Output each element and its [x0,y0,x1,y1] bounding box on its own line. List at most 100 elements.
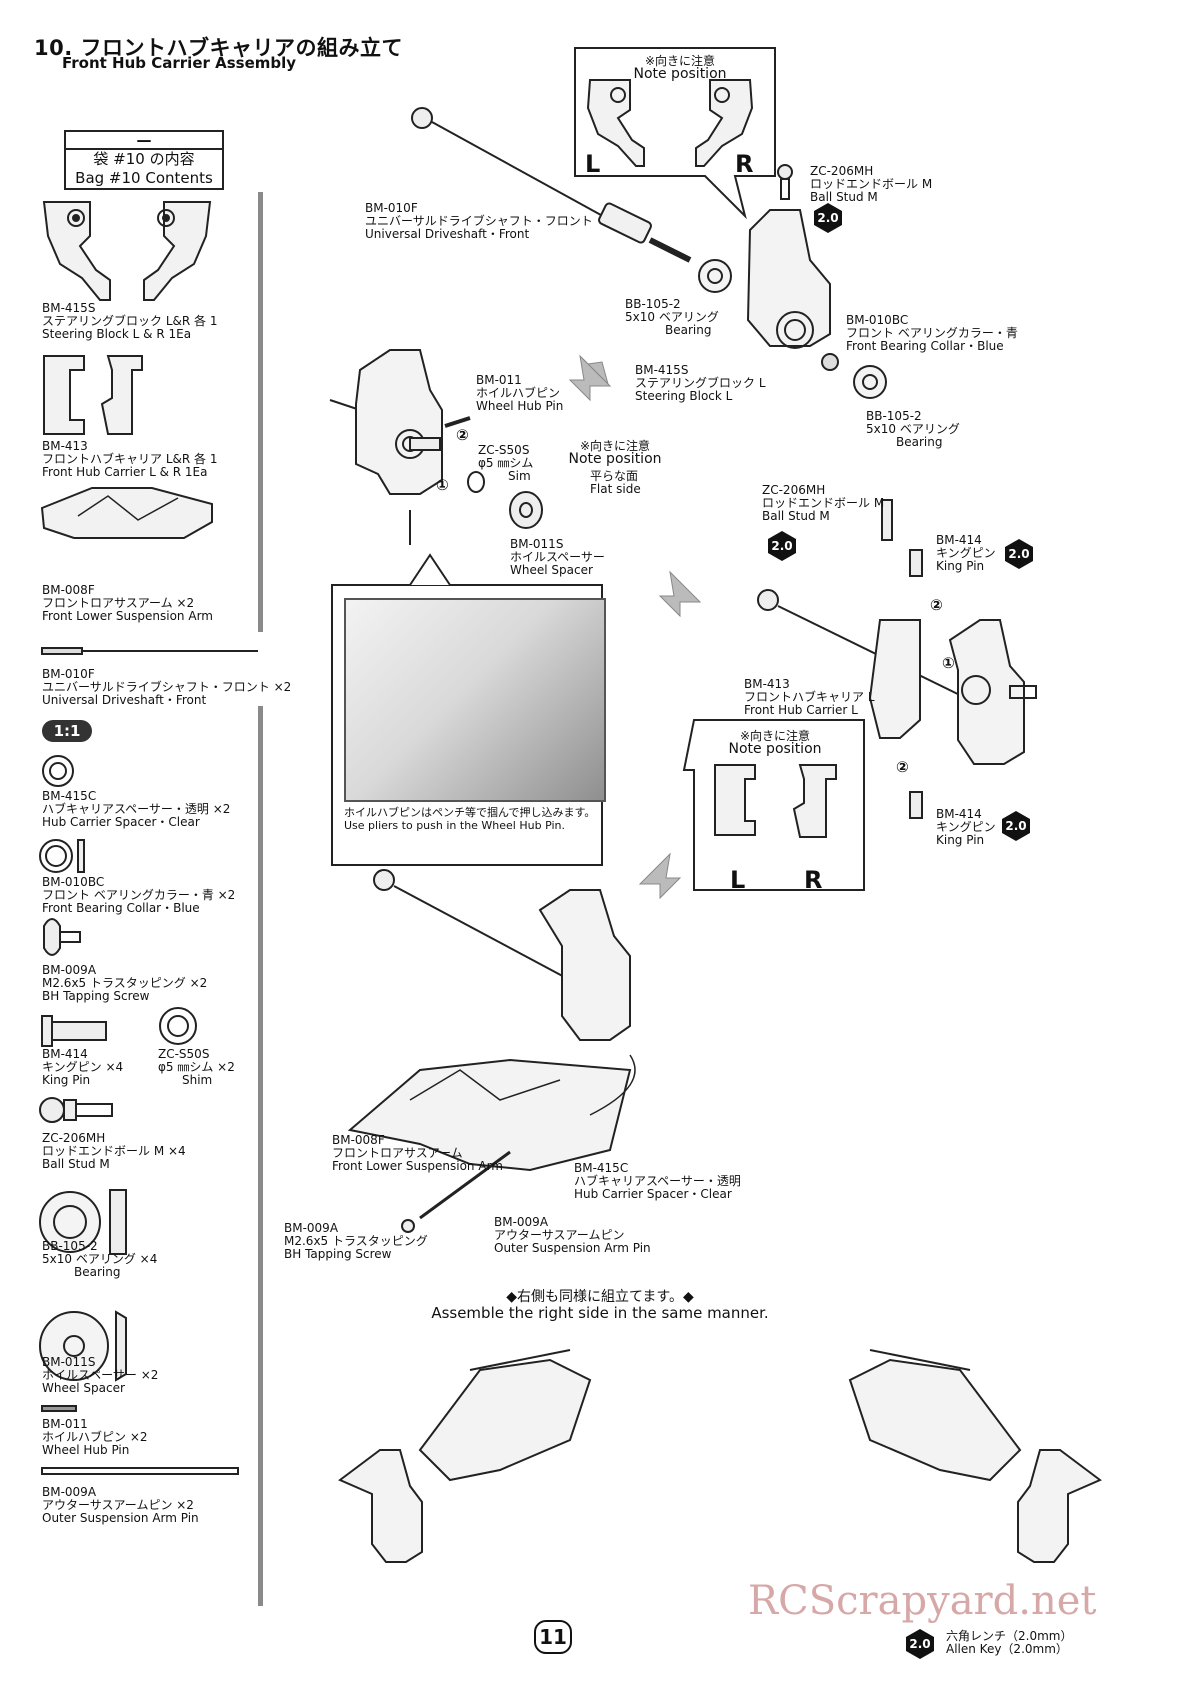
hub-carrier-L-note [714,764,756,836]
step-2-marker-b: ② [930,596,943,614]
svg-text:2.0: 2.0 [771,539,792,553]
step-arrow-3-shape [638,852,682,900]
mark-R-mid: R [804,866,823,894]
step-2-marker-c: ② [896,758,909,776]
bag-dash: — [66,132,222,150]
steering-block-L-note [586,79,645,167]
same-manner-jp: ◆右側も同様に組立てます。◆ [506,1289,694,1305]
hub-carrier-R-note [792,764,837,838]
svg-text:2.0: 2.0 [909,1637,930,1651]
hex-tool-icon-2: 2.0 [768,531,796,561]
step-1-marker-b: ① [942,654,955,672]
ball-stud-exploded [777,164,793,200]
pliers-photo [344,598,606,802]
note-callout-mid [682,719,865,891]
watermark: RCScrapyard.net [748,1578,1097,1624]
page-title: 10. フロントハブキャリアの組み立て [34,36,404,60]
shim-icon [159,1007,197,1045]
final-right-assembly [848,1349,1102,1563]
outer-arm-pin-icon [41,1467,239,1475]
ball-stud-icon [39,1097,113,1123]
bearing-icon [39,1189,127,1255]
mark-R-top: R [735,150,754,178]
arm-assembly-step [347,869,636,1233]
hub-carrier-left-icon [43,355,85,435]
same-manner-en: Assemble the right side in the same mann… [431,1304,769,1322]
king-pin-icon [41,1015,107,1047]
final-left-assembly [338,1349,592,1563]
hex-tool-icon-4: 2.0 [1002,811,1030,841]
bearing-exploded-2 [853,365,887,399]
hex-tool-icon-1: 2.0 [814,203,842,233]
bag-title-en: Bag #10 Contents [75,169,213,187]
bag-contents-header: — 袋 #10 の内容 Bag #10 Contents [64,130,224,190]
scale-badge: 1:1 [42,720,92,742]
allen-key-icon: 2.0 [906,1629,934,1659]
page-number: 11 [534,1620,572,1654]
steering-block-right-icon [143,201,212,301]
bearing-collar-exploded [821,353,839,371]
page-subtitle: Front Hub Carrier Assembly [62,54,297,72]
bearing-exploded-1 [698,259,732,293]
hub-spacer-icon [42,755,74,787]
hub-pin-step [329,349,543,529]
bag-title-jp: 袋 #10 の内容 [93,150,195,168]
kingpin-step [757,499,1037,819]
svg-text:2.0: 2.0 [817,211,838,225]
wheel-hub-pin-icon [41,1405,77,1412]
lower-arm-icon [40,487,213,539]
steering-block-exploded [746,209,831,349]
steering-block-left-icon [42,201,111,301]
sidebar-divider-top [258,192,263,632]
hex-tool-icon-3: 2.0 [1005,539,1033,569]
allen-key-label: 六角レンチ（2.0mm）Allen Key（2.0mm） [946,1629,1073,1656]
step-arrow-1-shape [568,354,612,402]
driveshaft-exploded [411,107,692,263]
step-2-marker-a: ② [456,426,469,444]
steering-block-R-note [695,79,754,167]
step-1-marker-a: ① [436,476,449,494]
svg-text:2.0: 2.0 [1008,547,1029,561]
driveshaft-icon [41,647,258,655]
mark-L-top: L [585,150,601,178]
step-arrow-2-shape [658,570,702,618]
tapping-screw-icon [43,918,81,956]
bearing-collar-icon [39,839,85,873]
assembly-diagram [329,47,1102,1563]
svg-text:2.0: 2.0 [1005,819,1026,833]
sidebar-divider-bottom [258,706,263,1606]
